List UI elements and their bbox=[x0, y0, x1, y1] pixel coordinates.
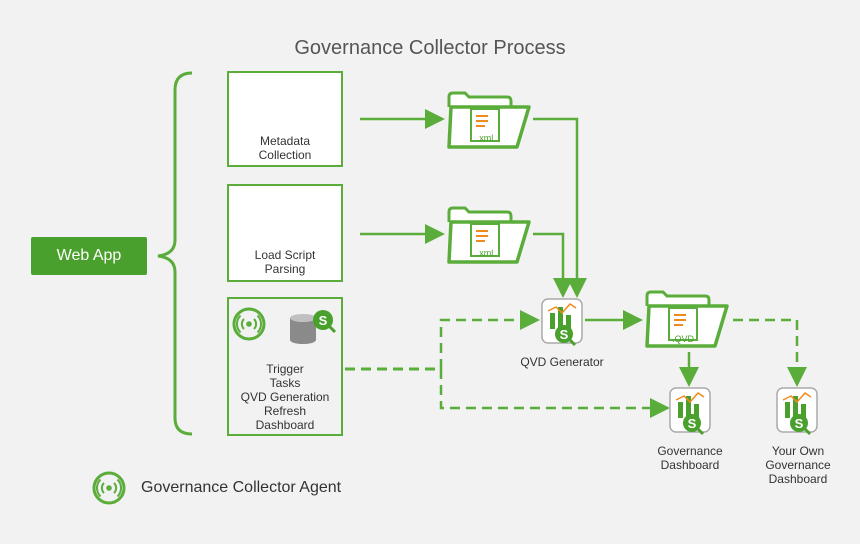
dashed-arrow-to-own-dashboard bbox=[733, 318, 807, 387]
own-dashboard-icon bbox=[775, 386, 819, 436]
label-line: Governance bbox=[657, 444, 723, 458]
xml-file-label: .xml bbox=[476, 133, 494, 143]
task-label-line: Metadata bbox=[259, 134, 311, 148]
dashed-arrow-to-gov-dashboard bbox=[439, 369, 670, 418]
label-line: Governance bbox=[765, 458, 831, 472]
task-label-line: Dashboard bbox=[255, 418, 315, 432]
agent-legend-icon bbox=[92, 471, 126, 505]
qvd-generator-label: QVD Generator bbox=[520, 355, 604, 369]
task-label-line: Tasks bbox=[269, 376, 301, 390]
task-label-line: Refresh bbox=[263, 404, 307, 418]
xml-file-label: .xml bbox=[476, 248, 494, 258]
svg-text:S: S bbox=[319, 313, 328, 328]
metadata-collection-box[interactable]: Metadata Collection bbox=[227, 71, 343, 167]
own-dashboard-label: Your Own Governance Dashboard bbox=[748, 444, 848, 486]
label-line: Your Own bbox=[771, 444, 825, 458]
task-label-line: Load Script bbox=[254, 248, 316, 262]
trigger-tasks-box[interactable]: Trigger Tasks QVD Generation Refresh Das… bbox=[227, 297, 343, 436]
gov-dashboard-icon bbox=[668, 386, 712, 436]
qvd-file-label: .QVD bbox=[671, 334, 694, 344]
qvd-generator-icon bbox=[540, 297, 584, 347]
arrow-xml1-to-qvd-generator bbox=[533, 117, 587, 298]
task-label-line: QVD Generation bbox=[240, 390, 330, 404]
legend-label: Governance Collector Agent bbox=[141, 479, 342, 496]
label-line: Dashboard bbox=[768, 472, 828, 486]
task-label-line: Trigger bbox=[266, 362, 304, 376]
dashed-arrow-to-generator bbox=[439, 310, 540, 369]
task-label-line: Collection bbox=[258, 148, 312, 162]
web-app-brace bbox=[157, 71, 193, 436]
diagram-title: Governance Collector Process bbox=[294, 37, 566, 59]
web-app-button[interactable]: Web App bbox=[31, 237, 147, 275]
gov-dashboard-label: Governance Dashboard bbox=[640, 444, 740, 472]
label-line: Dashboard bbox=[660, 458, 720, 472]
load-script-parsing-box[interactable]: Load Script Parsing bbox=[227, 184, 343, 282]
task-label-line: Parsing bbox=[264, 262, 306, 276]
database-icon: S bbox=[290, 310, 337, 344]
arrow-xml2-to-qvd-generator bbox=[533, 232, 573, 298]
